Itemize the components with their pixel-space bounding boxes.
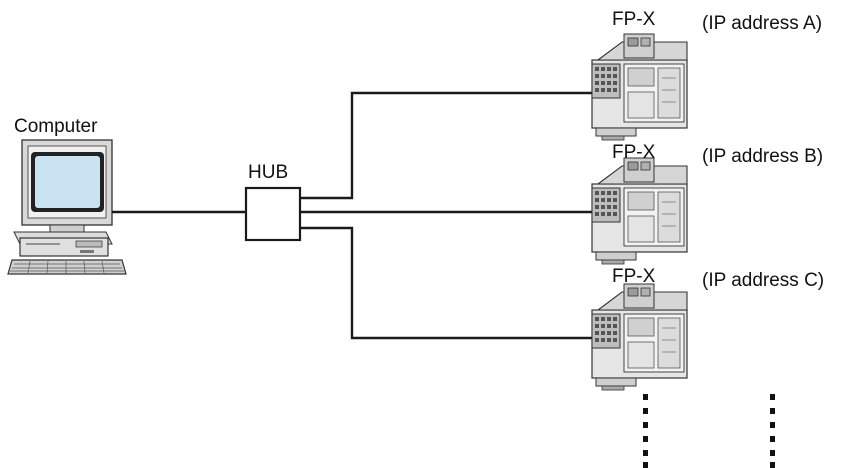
cable-hub-device-c	[300, 226, 592, 340]
dot	[643, 436, 648, 442]
plc-device-c-icon	[591, 283, 688, 391]
dot	[643, 462, 648, 468]
device-a-name: FP-X	[612, 9, 656, 30]
computer-label: Computer	[14, 116, 98, 137]
device-c-address: (IP address C)	[702, 270, 825, 291]
hub-label: HUB	[248, 162, 289, 183]
device-a-address: (IP address A)	[702, 13, 823, 34]
dot	[643, 394, 648, 400]
dot	[770, 422, 775, 428]
computer-icon	[7, 139, 127, 275]
dot	[770, 450, 775, 456]
hub-box	[244, 186, 302, 242]
plc-device-b-icon	[591, 157, 688, 265]
device-b-name: FP-X	[612, 142, 656, 163]
continuation-dots	[643, 394, 775, 468]
device-c-name: FP-X	[612, 266, 656, 287]
dot	[770, 436, 775, 442]
dot	[643, 408, 648, 414]
dot	[643, 450, 648, 456]
dot	[770, 394, 775, 400]
dot	[770, 408, 775, 414]
dot	[770, 462, 775, 468]
device-b-address: (IP address B)	[702, 146, 824, 167]
network-cables	[112, 91, 592, 340]
plc-device-a-icon	[591, 33, 688, 141]
dot	[643, 422, 648, 428]
cable-hub-device-a	[300, 91, 592, 200]
